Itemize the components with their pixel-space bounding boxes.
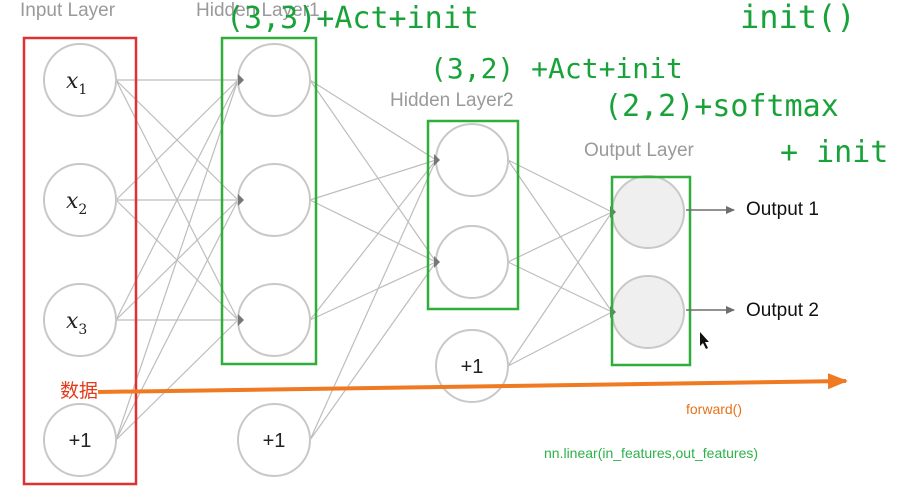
output-nodes xyxy=(611,175,685,349)
annotation-init-call: init() xyxy=(740,0,856,36)
output2-label: Output 2 xyxy=(746,300,819,321)
input-layer-title: Input Layer xyxy=(20,0,116,21)
connection-line xyxy=(309,261,437,321)
label-h2-bias: +1 xyxy=(461,356,484,378)
label-x1: x1 xyxy=(66,69,87,98)
forward-label: forward() xyxy=(686,401,742,417)
node-h2-2 xyxy=(435,225,509,299)
connection-line xyxy=(309,159,437,201)
node-h1-1 xyxy=(237,43,311,117)
data-label-cn: 数据 xyxy=(60,380,98,402)
connection-line xyxy=(309,261,437,441)
connection-line xyxy=(507,211,613,367)
annotation-hidden2: (3,2) +Act+init xyxy=(430,52,683,85)
output-layer-box xyxy=(610,175,692,367)
annotation-hidden1: (3,3)+Act+init xyxy=(226,1,479,36)
label-x2: x2 xyxy=(66,189,87,218)
output1-label: Output 1 xyxy=(746,199,819,220)
hidden2-layer-box xyxy=(426,119,520,311)
hidden1-nodes xyxy=(237,43,311,477)
connection-line xyxy=(115,319,239,441)
connection-line xyxy=(507,211,613,263)
label-input-bias: +1 xyxy=(69,430,92,452)
hidden2-nodes xyxy=(435,123,509,403)
node-input-bias xyxy=(43,403,117,477)
connection-line xyxy=(309,79,437,263)
connection-line xyxy=(309,79,437,161)
input-layer-box xyxy=(22,36,138,486)
label-x3: x3 xyxy=(66,309,87,338)
connection-line xyxy=(507,261,613,313)
hidden1-layer-title: Hidden Layer1 xyxy=(196,0,320,21)
node-x3 xyxy=(43,283,117,357)
hidden1-layer-box xyxy=(220,36,318,366)
label-h1-bias: +1 xyxy=(263,430,286,452)
node-h1-2 xyxy=(237,163,311,237)
annotation-output-init: + init xyxy=(780,135,888,170)
connection-line xyxy=(309,159,437,321)
node-x2 xyxy=(43,163,117,237)
node-h2-bias xyxy=(435,329,509,403)
connection-line xyxy=(309,199,437,263)
hidden2-layer-title: Hidden Layer2 xyxy=(390,90,514,111)
connection-line xyxy=(309,159,437,441)
node-h1-3 xyxy=(237,283,311,357)
connection-line xyxy=(507,159,613,213)
node-out-1 xyxy=(611,175,685,249)
forward-arrow xyxy=(97,373,848,394)
annotation-output: (2,2)+softmax xyxy=(604,89,839,124)
connection-line xyxy=(507,159,613,313)
node-out-2 xyxy=(611,275,685,349)
connection-line xyxy=(507,311,613,367)
node-x1 xyxy=(43,43,117,117)
output-layer-title: Output Layer xyxy=(584,140,695,161)
linear-label: nn.linear(in_features,out_features) xyxy=(544,445,758,461)
node-h1-bias xyxy=(237,403,311,477)
node-h2-1 xyxy=(435,123,509,197)
input-nodes xyxy=(43,43,117,477)
mouse-cursor-icon xyxy=(700,332,709,349)
connection-line xyxy=(115,79,239,441)
